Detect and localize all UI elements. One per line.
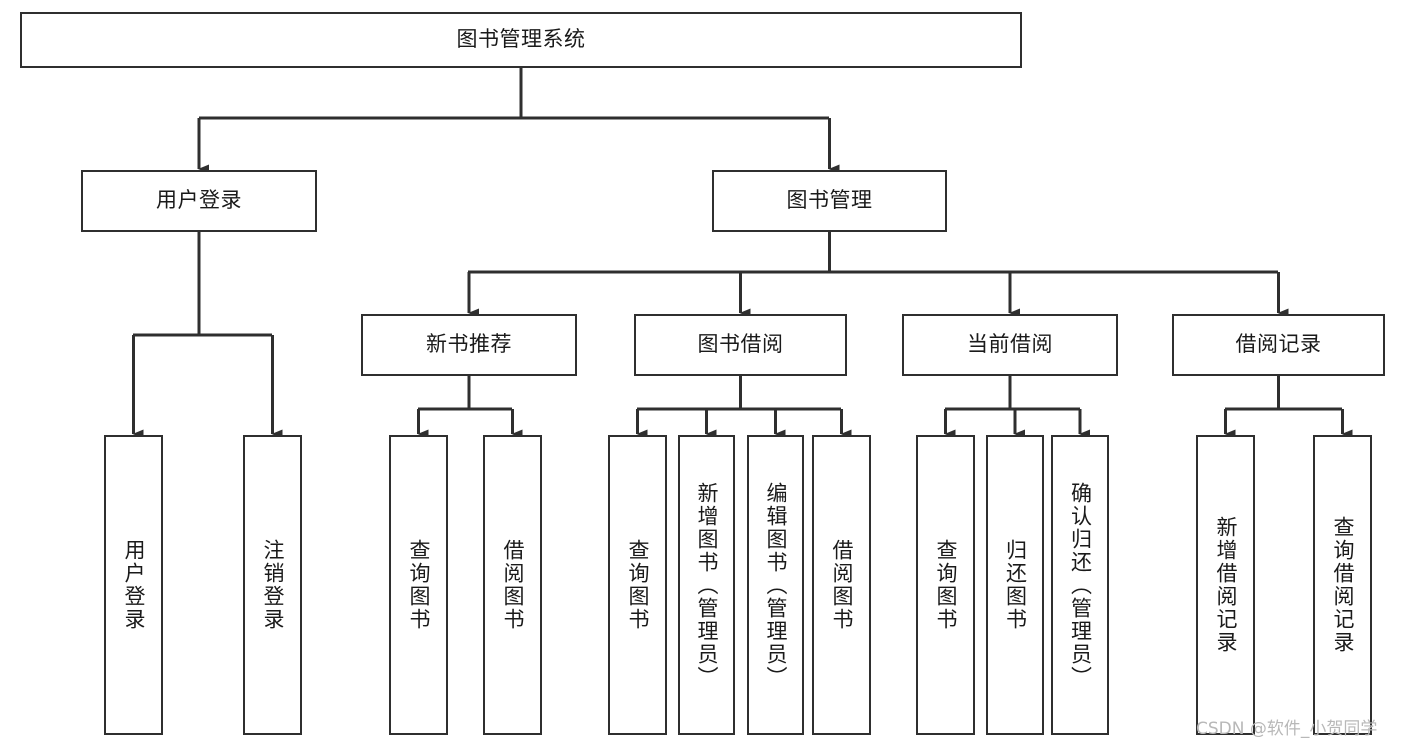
node-label: 归还图书: [1003, 539, 1028, 631]
node-label: 图书管理系统: [456, 27, 586, 52]
node-label: 用户登录: [156, 188, 242, 213]
node-book-borrow[interactable]: 图书借阅: [634, 314, 847, 376]
node-leaf-query-book-2[interactable]: 查询图书: [608, 435, 667, 735]
node-label: 新书推荐: [426, 332, 512, 357]
node-label: 查询图书: [626, 539, 650, 631]
node-leaf-borrow-book-1[interactable]: 借阅图书: [483, 435, 542, 735]
node-user-login[interactable]: 用户登录: [81, 170, 317, 232]
node-leaf-confirm-ret[interactable]: 确认归还（管理员）: [1051, 435, 1109, 735]
node-label: 查询借阅记录: [1331, 516, 1355, 654]
node-label: 查询图书: [407, 539, 431, 631]
node-leaf-user-login[interactable]: 用户登录: [104, 435, 163, 735]
node-leaf-return-book[interactable]: 归还图书: [986, 435, 1044, 735]
node-label: 图书借阅: [697, 332, 784, 357]
node-label: 图书管理: [786, 188, 873, 213]
node-current-borrow[interactable]: 当前借阅: [902, 314, 1118, 376]
node-label: 注销登录: [261, 539, 285, 631]
node-root[interactable]: 图书管理系统: [20, 12, 1022, 68]
node-leaf-query-book-3[interactable]: 查询图书: [916, 435, 975, 735]
node-label: 新增图书（管理员）: [695, 481, 719, 689]
node-leaf-add-record[interactable]: 新增借阅记录: [1196, 435, 1255, 735]
node-leaf-logout[interactable]: 注销登录: [243, 435, 302, 735]
node-leaf-add-book[interactable]: 新增图书（管理员）: [678, 435, 735, 735]
node-label: 当前借阅: [967, 332, 1053, 357]
node-label: 借阅记录: [1235, 332, 1322, 357]
node-label: 查询图书: [934, 539, 958, 631]
node-leaf-query-record[interactable]: 查询借阅记录: [1313, 435, 1372, 735]
node-borrow-record[interactable]: 借阅记录: [1172, 314, 1385, 376]
node-label: 新增借阅记录: [1214, 516, 1238, 654]
node-label: 编辑图书（管理员）: [764, 481, 788, 689]
node-label: 用户登录: [122, 539, 146, 631]
node-new-book-rec[interactable]: 新书推荐: [361, 314, 577, 376]
node-label: 借阅图书: [830, 539, 854, 631]
node-label: 确认归还（管理员）: [1068, 481, 1093, 689]
node-leaf-query-book-1[interactable]: 查询图书: [389, 435, 448, 735]
node-leaf-edit-book[interactable]: 编辑图书（管理员）: [747, 435, 804, 735]
node-leaf-borrow-book-2[interactable]: 借阅图书: [812, 435, 871, 735]
node-book-manage[interactable]: 图书管理: [712, 170, 947, 232]
watermark-text: CSDN @软件_小贺同学: [1196, 719, 1378, 739]
node-label: 借阅图书: [501, 539, 525, 631]
